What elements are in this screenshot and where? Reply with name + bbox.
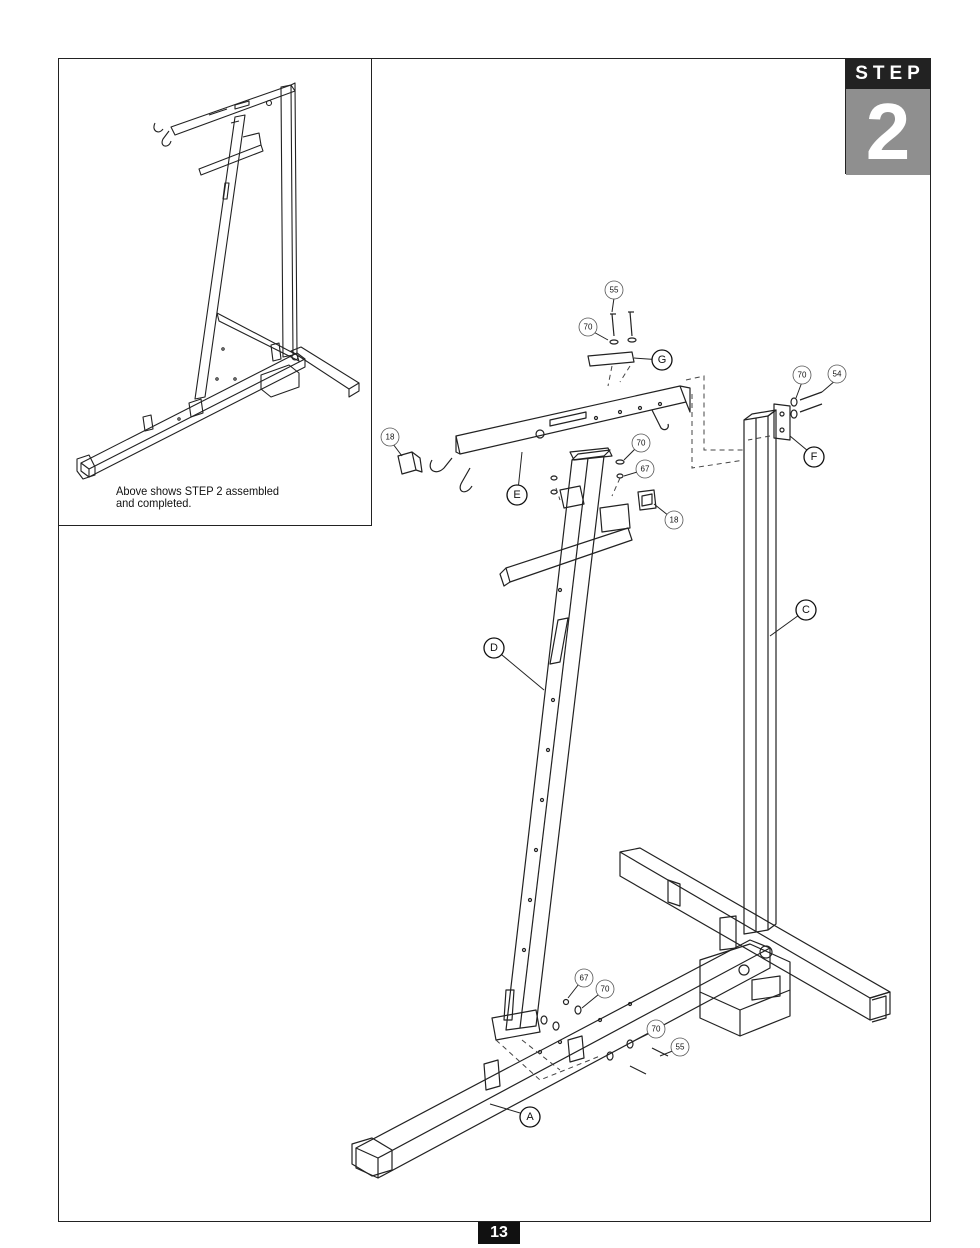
- page-border: [58, 58, 931, 1222]
- rear-base-crossbar: [619, 847, 891, 1023]
- bracket-f: [773, 403, 791, 441]
- step-badge: STEP 2: [845, 58, 931, 175]
- inset-caption: Above shows STEP 2 assembled and complet…: [116, 484, 280, 510]
- hardware-18-right: 18: [670, 516, 679, 525]
- end-cap-18-left: [397, 451, 423, 475]
- assembled-drawing: [76, 82, 360, 480]
- part-e-label: E: [513, 489, 520, 501]
- hardware-18-left: 18: [386, 433, 395, 442]
- part-e-circle: [506, 484, 528, 506]
- part-g-label: G: [658, 354, 667, 366]
- part-a-label: A: [526, 1111, 534, 1123]
- page-number: 13: [478, 1222, 520, 1244]
- hardware-67-mid: 67: [641, 465, 650, 474]
- top-crossbar-e: [429, 385, 691, 493]
- part-f-label: F: [811, 451, 818, 463]
- part-g-circle: [651, 349, 673, 371]
- hardware-70-bottom: 70: [652, 1025, 661, 1034]
- part-c-label: C: [802, 604, 810, 616]
- base-leg-a: [351, 939, 771, 1179]
- hardware-70-right: 70: [798, 371, 807, 380]
- bolts-top: [609, 311, 637, 345]
- hardware-70-low: 70: [601, 985, 610, 994]
- hardware-55-top: 55: [610, 286, 619, 295]
- hardware-70-mid: 70: [637, 439, 646, 448]
- part-d-circle: [483, 637, 505, 659]
- hardware-70-top: 70: [584, 323, 593, 332]
- step-word: STEP: [846, 59, 930, 89]
- end-cap-18-right: [637, 489, 657, 511]
- bolts-f: [790, 391, 823, 419]
- step-number: 2: [846, 89, 930, 175]
- plate-g: [587, 351, 635, 367]
- assembled-inset: [58, 58, 372, 526]
- bolts-bottom: [540, 998, 669, 1075]
- part-a-circle: [519, 1106, 541, 1128]
- part-d-label: D: [490, 642, 498, 654]
- part-f-circle: [803, 446, 825, 468]
- part-c-circle: [795, 599, 817, 621]
- diagonal-post-d: [491, 447, 633, 1041]
- hardware-55-bottom: 55: [676, 1043, 685, 1052]
- hardware-67-low: 67: [580, 974, 589, 983]
- hardware-54-right: 54: [833, 370, 842, 379]
- upright-post-c: [743, 409, 777, 935]
